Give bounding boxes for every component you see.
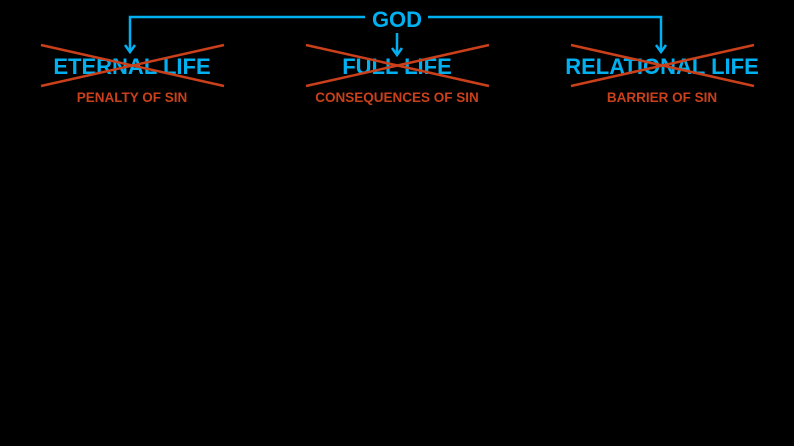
node-full-life-sub: CONSEQUENCES OF SIN xyxy=(315,90,479,105)
arrow-middle-icon xyxy=(390,47,404,58)
cross-relational-2 xyxy=(570,43,755,88)
node-relational-life-sub: BARRIER OF SIN xyxy=(606,90,718,105)
node-eternal-life-sub: PENALTY OF SIN xyxy=(76,90,188,105)
connector-left xyxy=(128,15,365,50)
cross-eternal-2 xyxy=(40,43,225,88)
root-god: GOD xyxy=(365,7,429,33)
arrow-left-icon xyxy=(123,44,137,55)
arrow-right-icon xyxy=(654,44,668,55)
cross-full-2 xyxy=(305,43,490,88)
connector-right xyxy=(428,15,663,50)
